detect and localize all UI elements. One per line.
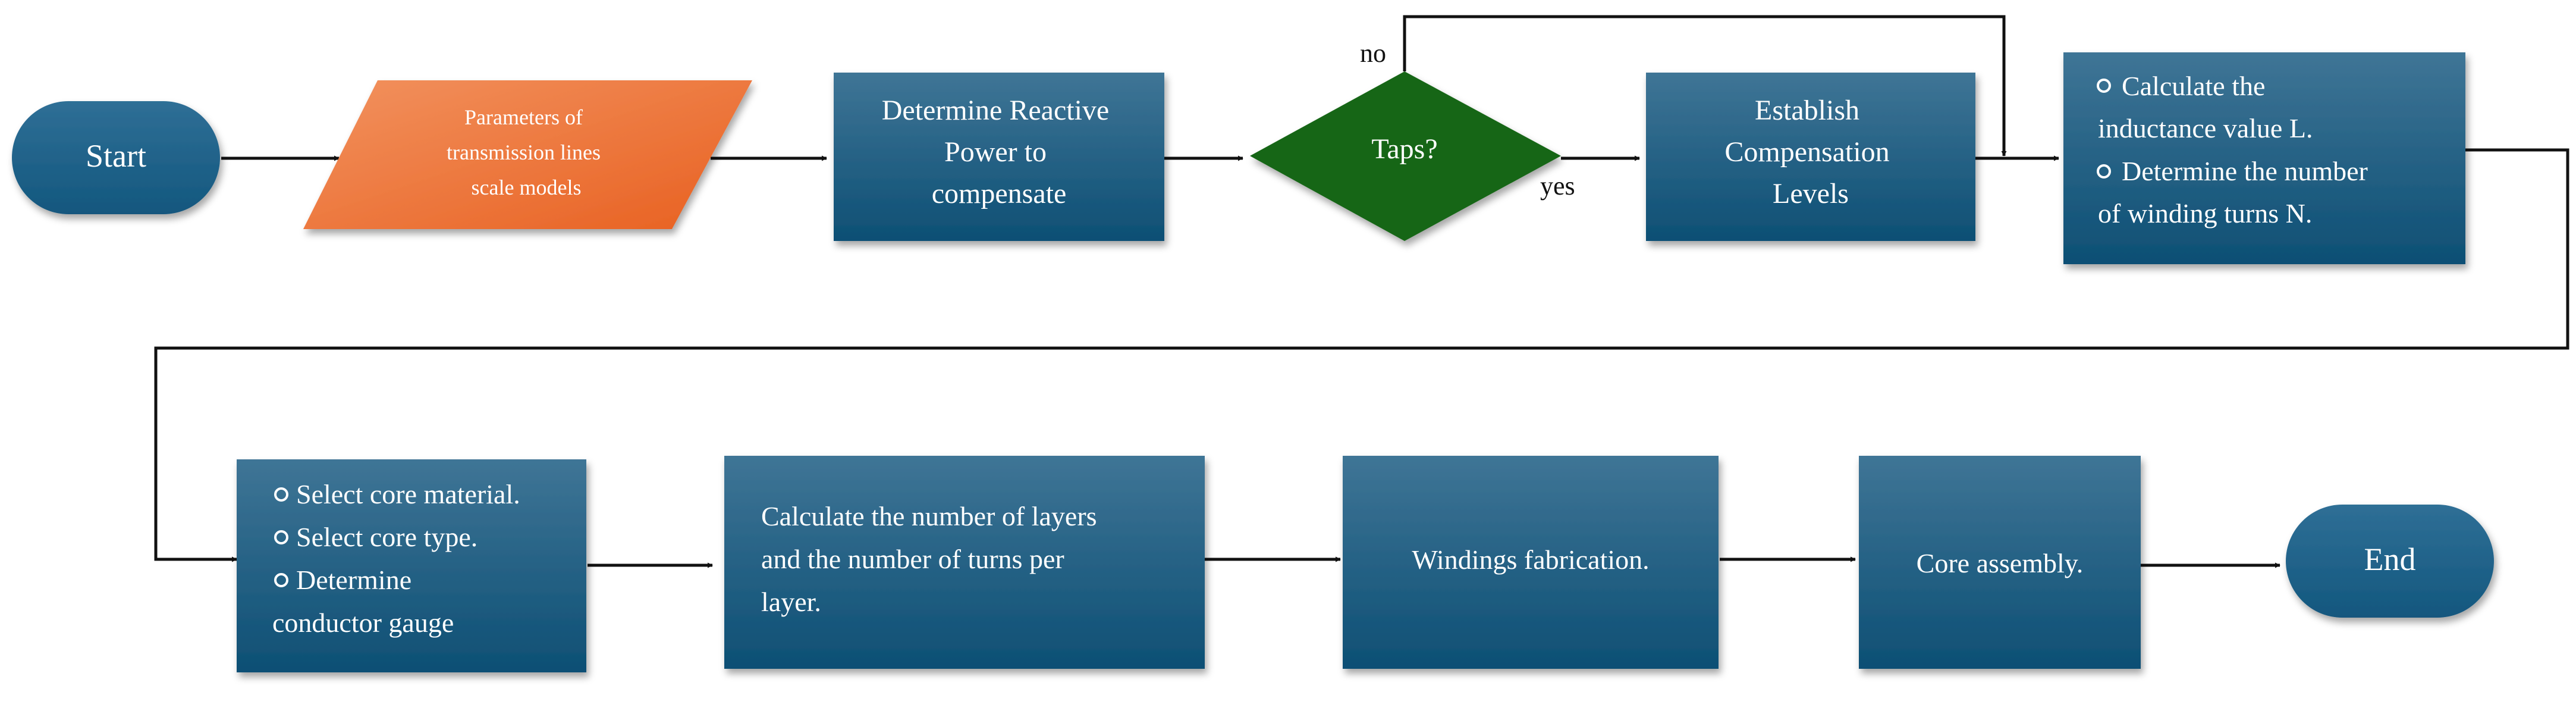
inductance-text: Calculate the inductance value L. Determ… [2098,71,2374,228]
core-line-1: Select core material. [296,479,520,509]
edge-taps-no-bypass [1403,15,2007,156]
core-line-2: Select core type. [296,522,477,552]
core-selection-process: Select core material. Select core type. … [237,459,586,672]
taps-label: Taps? [1371,133,1437,165]
inductance-line-1: Calculate the [2122,71,2265,101]
parameters-text: Parameters of transmission lines scale m… [447,105,606,199]
layers-line-3: layer. [761,587,821,617]
no-label: no [1360,39,1386,68]
taps-decision: Taps? [1250,71,1561,241]
start-terminal: Start [12,101,220,214]
bullet-icon [2097,79,2111,93]
inductance-line-3: Determine the number [2122,156,2368,186]
bullet-icon [2097,164,2111,179]
levels-line-3: Levels [1773,178,1849,209]
edge-inductance-to-core-selection [154,148,2569,562]
levels-line-2: Compensation [1724,136,1889,168]
layers-text: Calculate the number of layers and the n… [761,501,1104,617]
core-selection-text: Select core material. Select core type. … [272,479,527,638]
parameters-input: Parameters of transmission lines scale m… [303,80,752,229]
yes-label: yes [1540,171,1575,201]
bullet-icon [274,573,288,587]
levels-line-1: Establish [1755,95,1859,126]
start-label: Start [86,138,146,174]
inductance-line-4: of winding turns N. [2098,198,2312,228]
layers-process: Calculate the number of layers and the n… [724,456,1205,669]
reactive-line-3: compensate [932,178,1067,209]
layers-line-2: and the number of turns per [761,544,1064,574]
compensation-levels-process: Establish Compensation Levels [1646,73,1975,241]
compensation-levels-text: Establish Compensation Levels [1724,95,1896,209]
layers-line-1: Calculate the number of layers [761,501,1097,531]
parameters-line-1: Parameters of [464,105,583,129]
inductance-line-2: inductance value L. [2098,113,2313,143]
reactive-line-1: Determine Reactive [882,95,1109,126]
end-terminal: End [2286,505,2494,618]
reactive-power-process: Determine Reactive Power to compensate [834,73,1164,241]
core-assembly-label: Core assembly. [1917,548,2084,578]
core-assembly-process: Core assembly. [1859,456,2141,669]
core-line-3: Determine [296,565,411,595]
reactive-power-text: Determine Reactive Power to compensate [882,95,1116,209]
windings-process: Windings fabrication. [1343,456,1719,669]
reactive-line-2: Power to [944,136,1047,168]
inductance-process: Calculate the inductance value L. Determ… [2063,52,2465,264]
parameters-line-3: scale models [472,176,582,199]
core-line-4: conductor gauge [272,608,454,638]
parameters-line-2: transmission lines [447,140,601,164]
bullet-icon [274,487,288,502]
edges: no yes [154,15,2569,568]
end-label: End [2364,541,2416,577]
bullet-icon [274,530,288,544]
windings-label: Windings fabrication. [1412,544,1649,575]
